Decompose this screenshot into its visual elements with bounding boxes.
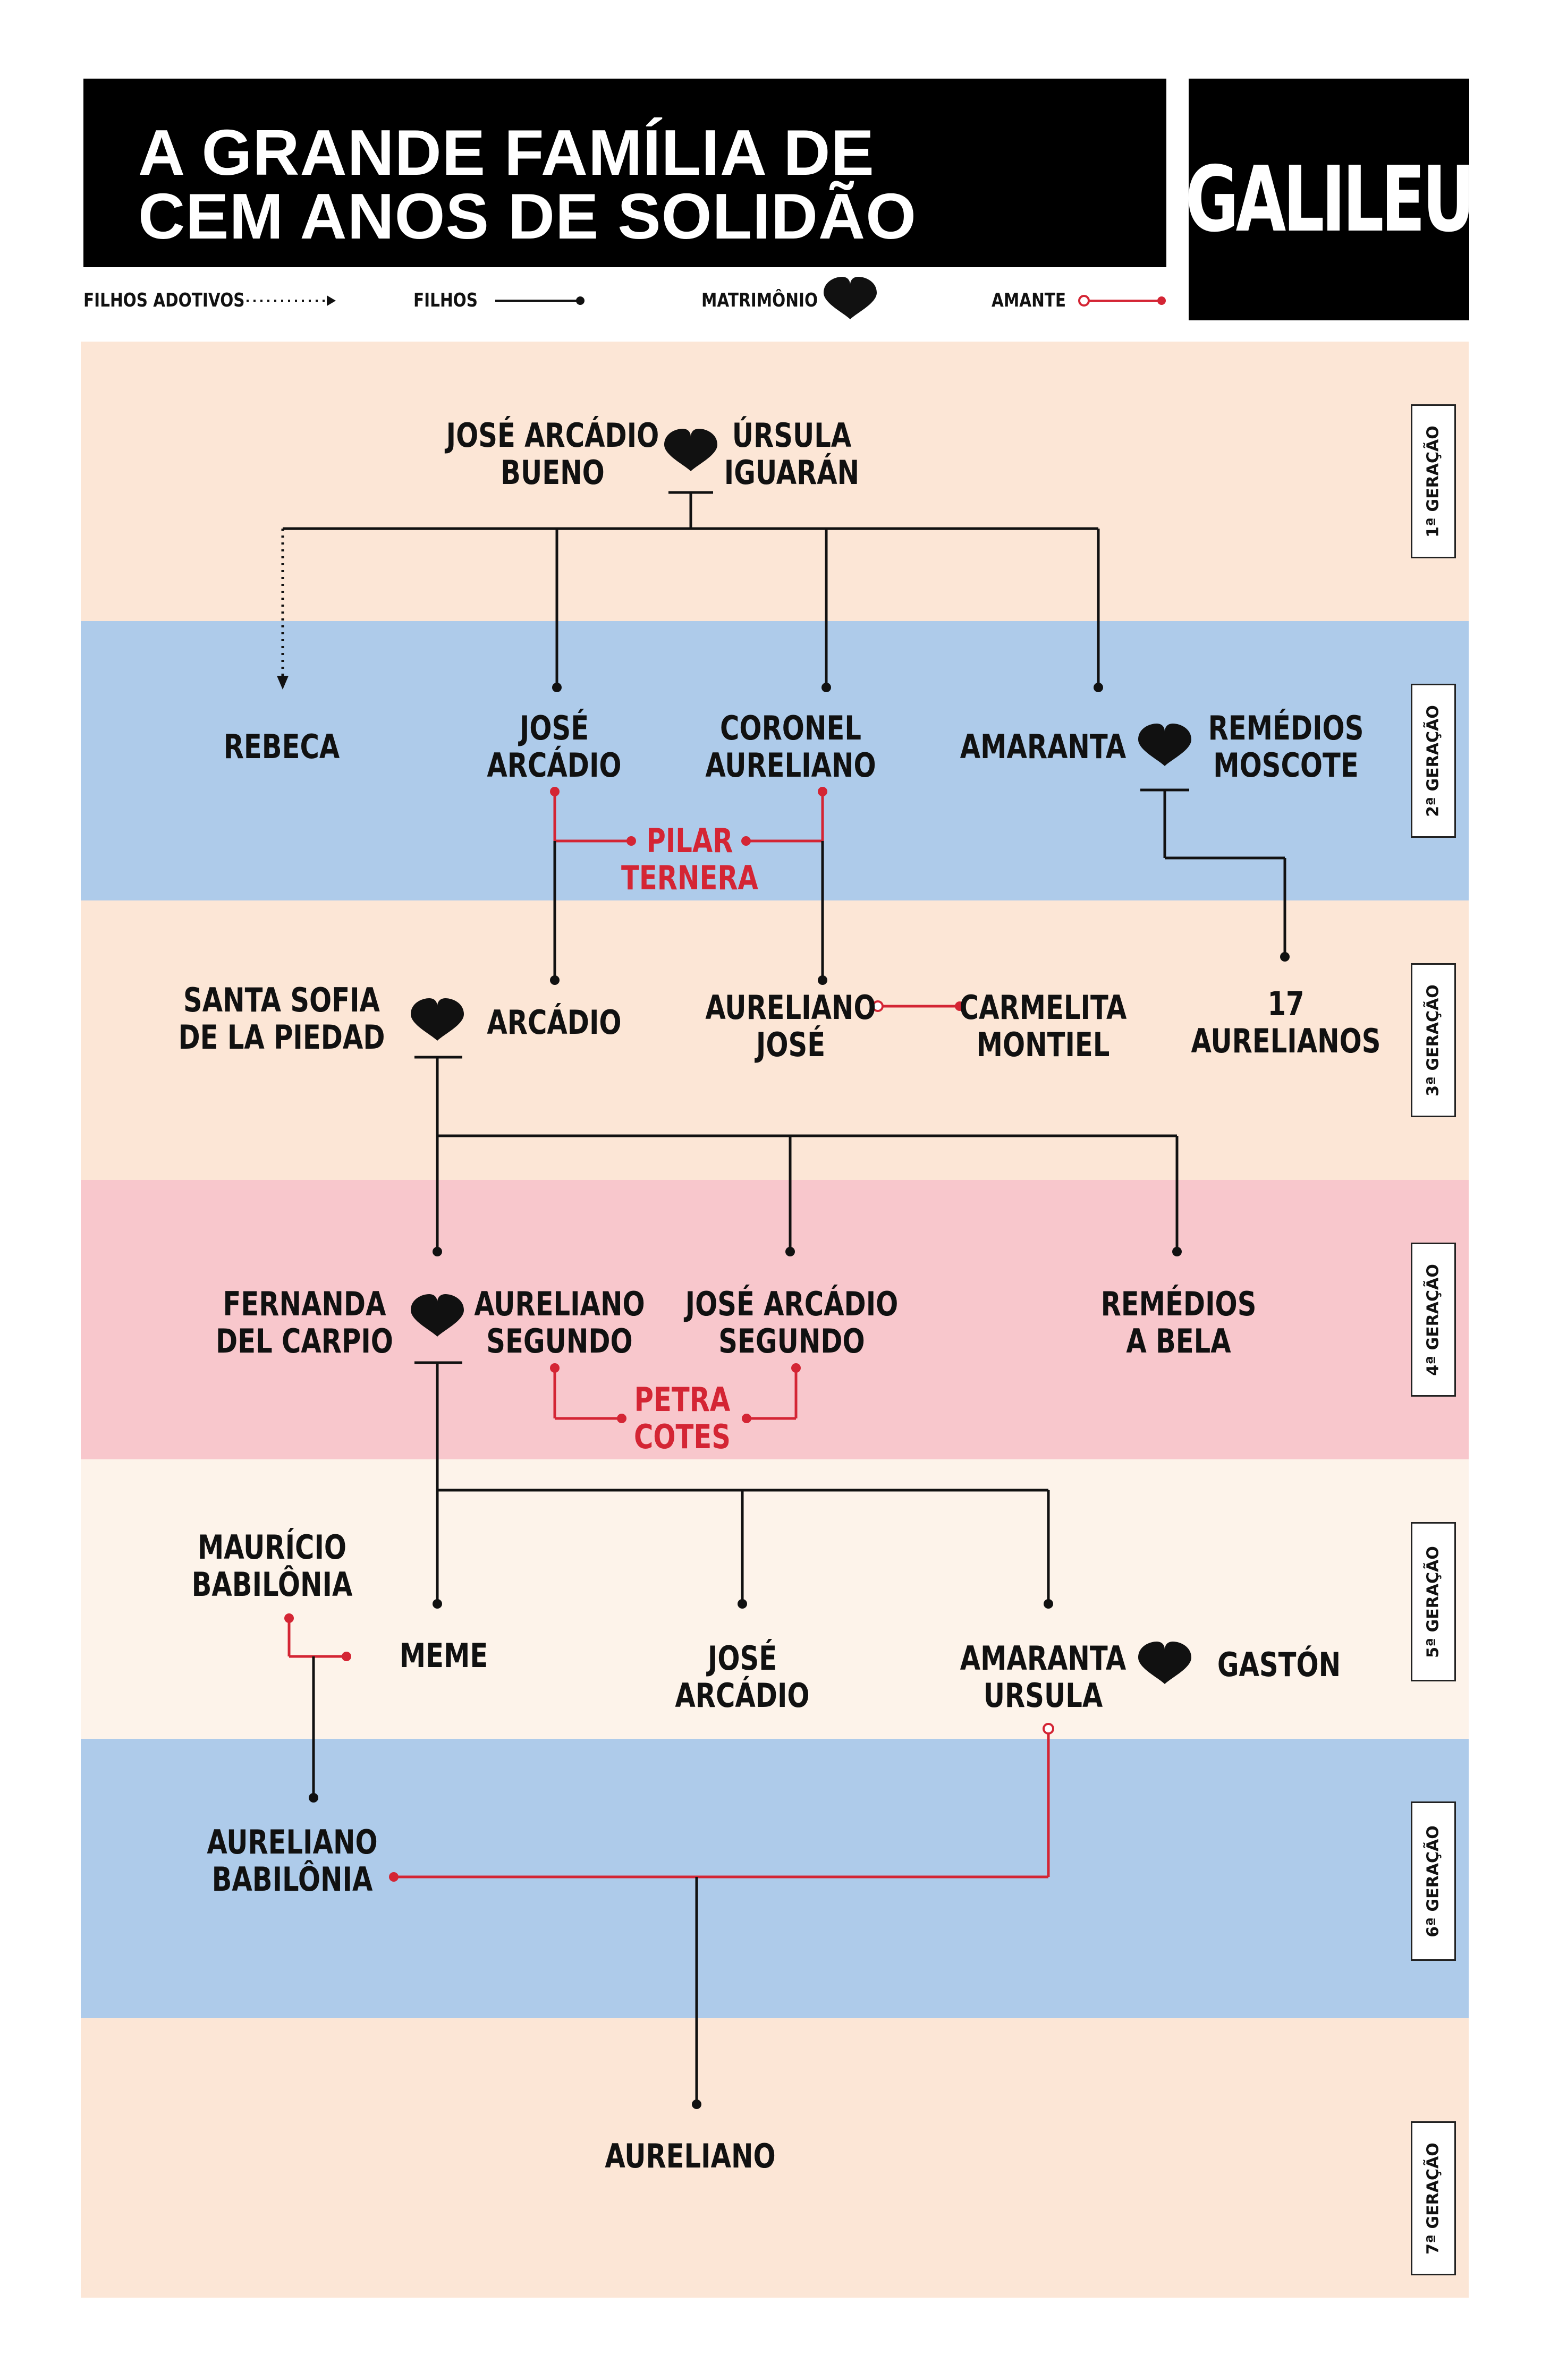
person-jose-arcadio-5: JOSÉ ARCÁDIO	[675, 1639, 810, 1715]
person-petra-cotes: PETRA COTES	[633, 1380, 731, 1456]
legend-marriage-label: MATRIMÔNIO	[701, 290, 818, 311]
adopted-arrow	[277, 676, 289, 690]
person-ursula-iguaran: ÚRSULA IGUARÁN	[724, 416, 860, 492]
person-aureliano-7: AURELIANO	[605, 2137, 776, 2175]
person-pilar-ternera: PILAR TERNERA	[621, 821, 758, 897]
carmelita-lover-line	[872, 1000, 964, 1012]
generation-label-3: 3ª GERAÇÃO	[1411, 963, 1456, 1117]
legend-lover-line	[1078, 295, 1166, 307]
gen4-children-lines	[414, 1361, 1050, 1602]
legend-children-line	[495, 296, 585, 305]
gen2-to-gen3-lines	[553, 841, 824, 978]
generation-label-5: 5ª GERAÇÃO	[1411, 1522, 1456, 1681]
person-carmelita-montiel: CARMELITA MONTIEL	[959, 988, 1127, 1064]
generation-band-3	[81, 900, 1469, 1180]
legend-adopted-line	[247, 295, 336, 306]
generation-band-1	[81, 342, 1469, 621]
person-aureliano-babilonia: AURELIANO BABILÔNIA	[207, 1823, 378, 1899]
mauricio-lover-lines	[287, 1618, 344, 1658]
person-remedios-moscote: REMÉDIOS MOSCOTE	[1208, 709, 1364, 785]
legend-heart-icon	[824, 277, 877, 319]
generation-label-6: 6ª GERAÇÃO	[1411, 1801, 1456, 1961]
generation-band-5	[81, 1459, 1469, 1739]
gen1-children-lines	[281, 491, 1100, 685]
person-remedios-a-bela: REMÉDIOS A BELA	[1100, 1285, 1257, 1361]
galileu-logo: GALILEU	[1185, 79, 1475, 320]
person-amaranta: AMARANTA	[960, 727, 1126, 766]
person-mauricio-babilonia: MAURÍCIO BABILÔNIA	[191, 1528, 353, 1604]
person-rebeca: REBECA	[223, 727, 340, 766]
person-amaranta-ursula: AMARANTA URSULA	[960, 1639, 1126, 1715]
generation-band-2	[81, 621, 1469, 900]
generation-label-2: 2ª GERAÇÃO	[1411, 684, 1456, 838]
person-aureliano-segundo: AURELIANO SEGUNDO	[474, 1285, 645, 1361]
petra-lover-lines	[553, 1368, 798, 1420]
person-jose-arcadio-bueno: JOSÉ ARCÁDIO BUENO	[446, 416, 659, 492]
person-gaston: GASTÓN	[1217, 1645, 1341, 1684]
legend-children-label: FILHOS	[413, 290, 478, 311]
gen3-children-lines	[414, 1056, 1179, 1250]
person-santa-sofia: SANTA SOFIA DE LA PIEDAD	[178, 981, 385, 1057]
person-aureliano-jose: AURELIANO JOSÉ	[705, 988, 876, 1064]
generation-label-4: 4ª GERAÇÃO	[1411, 1243, 1456, 1397]
heart-icon-santasofia-arcadio	[411, 998, 464, 1041]
title-line-2: CEM ANOS DE SOLIDÃO	[138, 180, 917, 252]
legend-adopted-label: FILHOS ADOTIVOS	[83, 290, 245, 311]
pilar-lover-lines	[553, 792, 824, 843]
babilonia-lover-lines	[396, 1729, 1050, 1878]
person-arcadio: ARCÁDIO	[487, 1003, 622, 1042]
person-jose-arcadio: JOSÉ ARCÁDIO	[487, 709, 622, 785]
person-jose-arcadio-segundo: JOSÉ ARCÁDIO SEGUNDO	[685, 1285, 899, 1361]
person-coronel-aureliano: CORONEL AURELIANO	[705, 709, 876, 785]
legend-lover-label: AMANTE	[992, 290, 1066, 311]
gen2-remedios-lines	[1140, 788, 1286, 955]
title-box: A GRANDE FAMÍLIA DE CEM ANOS DE SOLIDÃO	[83, 79, 1166, 267]
title-line-1: A GRANDE FAMÍLIA DE	[138, 116, 875, 189]
person-17-aurelianos: 17 AURELIANOS	[1191, 984, 1381, 1060]
person-fernanda-del-carpio: FERNANDA DEL CARPIO	[216, 1285, 393, 1361]
generation-label-7: 7ª GERAÇÃO	[1411, 2121, 1456, 2275]
generation-band-4	[81, 1180, 1469, 1459]
generation-band-6	[81, 1739, 1469, 2018]
generation-label-1: 1ª GERAÇÃO	[1411, 404, 1456, 558]
generation-band-7	[81, 2018, 1469, 2298]
logo-text: GALILEU	[1185, 147, 1475, 252]
person-meme: MEME	[399, 1636, 488, 1675]
